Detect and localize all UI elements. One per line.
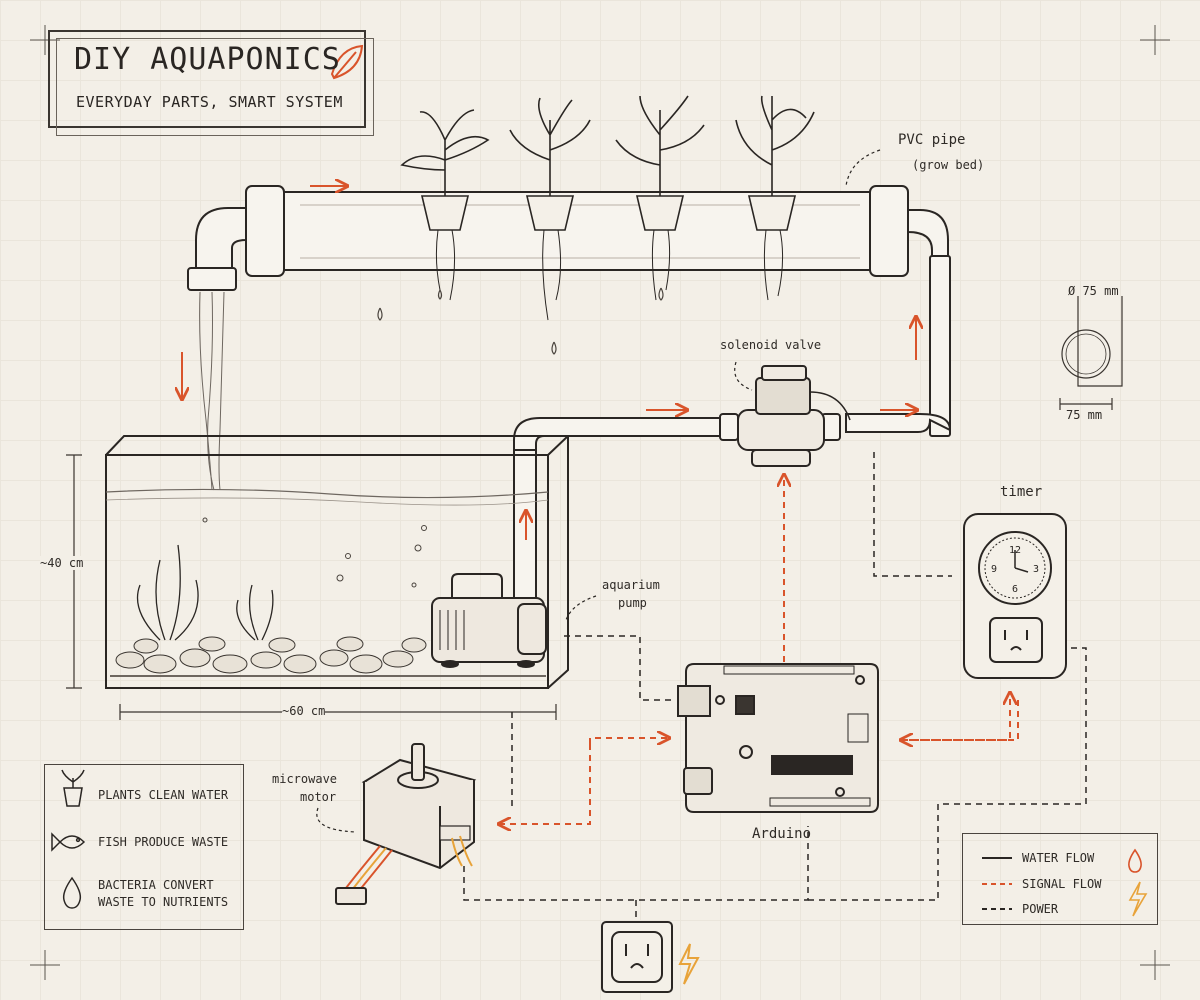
leaf-icon — [330, 44, 364, 80]
legend-swatches — [982, 848, 1148, 917]
wall-outlet — [601, 921, 673, 993]
page-title: DIY AQUAPONICS — [74, 42, 341, 77]
note-fish: FISH PRODUCE WASTE — [98, 835, 229, 849]
callout-leaders — [316, 149, 881, 833]
plant-1 — [400, 109, 490, 301]
legend-water-flow: WATER FLOW — [1022, 851, 1095, 865]
label-aquarium: aquarium — [602, 578, 660, 592]
label-tank-width: ~60 cm — [282, 704, 326, 718]
label-motor: motor — [300, 790, 337, 804]
label-pvc-pipe: PVC pipe — [898, 132, 966, 148]
water-flow-arrows — [182, 186, 916, 540]
timer-num-9: 9 — [991, 564, 997, 575]
gravel — [115, 636, 427, 674]
timer-device — [963, 513, 1067, 679]
legend-power: POWER — [1022, 902, 1059, 916]
water-drop-icon — [62, 876, 82, 909]
aquatic-plants — [136, 544, 274, 641]
legend-panel — [962, 833, 1158, 925]
title-frame — [48, 30, 374, 136]
legend-lightning-icon — [1128, 881, 1148, 917]
plant-4 — [735, 95, 815, 301]
label-grow-bed: (grow bed) — [912, 158, 985, 172]
falling-water — [199, 291, 225, 491]
power-lightning-icon — [678, 943, 700, 985]
note-bacteria-line2: WASTE TO NUTRIENTS — [98, 895, 229, 909]
legend-signal-flow: SIGNAL FLOW — [1022, 877, 1102, 891]
corner-marks — [30, 25, 1170, 980]
dimension-lines — [66, 296, 1123, 720]
label-arduino: Arduino — [752, 826, 812, 842]
plant-3 — [615, 95, 705, 301]
label-microwave: microwave — [272, 772, 338, 786]
plant-2 — [509, 97, 591, 321]
timer-num-12: 12 — [1009, 545, 1021, 556]
pvc-grow-bed-pipe — [245, 185, 909, 277]
bubbles — [202, 517, 427, 588]
note-icons — [51, 769, 86, 909]
aquarium-tank — [105, 435, 571, 689]
microwave-motor-drawing — [335, 743, 477, 905]
label-pump: pump — [618, 596, 647, 610]
water-drips — [377, 287, 664, 355]
legend-water-drop-icon — [1128, 848, 1142, 873]
note-bacteria-line1: BACTERIA CONVERT — [98, 878, 214, 892]
label-pipe-width: 75 mm — [1066, 408, 1103, 422]
label-solenoid-valve: solenoid valve — [720, 338, 822, 352]
timer-num-6: 6 — [1012, 584, 1018, 595]
arduino-board — [677, 663, 879, 813]
timer-num-3: 3 — [1033, 564, 1039, 575]
page-subtitle: EVERYDAY PARTS, SMART SYSTEM — [76, 93, 343, 111]
power-lines — [463, 452, 1087, 920]
notes-panel — [44, 764, 244, 930]
solenoid-valve-drawing — [737, 365, 851, 467]
right-return-pipe — [845, 209, 952, 437]
note-plants: PLANTS CLEAN WATER — [98, 788, 229, 802]
aquarium-pump-drawing — [431, 573, 547, 668]
label-tank-height: ~40 cm — [40, 556, 84, 570]
plants — [400, 95, 815, 321]
label-pipe-diameter: Ø 75 mm — [1068, 284, 1119, 298]
plant-icon — [61, 769, 85, 807]
fish-icon — [51, 832, 86, 852]
signal-flow-lines — [500, 476, 1019, 824]
timer-dial-numbers: 12 3 6 9 — [991, 545, 1039, 595]
left-drain-elbow — [187, 207, 247, 291]
label-timer: timer — [1000, 484, 1043, 500]
